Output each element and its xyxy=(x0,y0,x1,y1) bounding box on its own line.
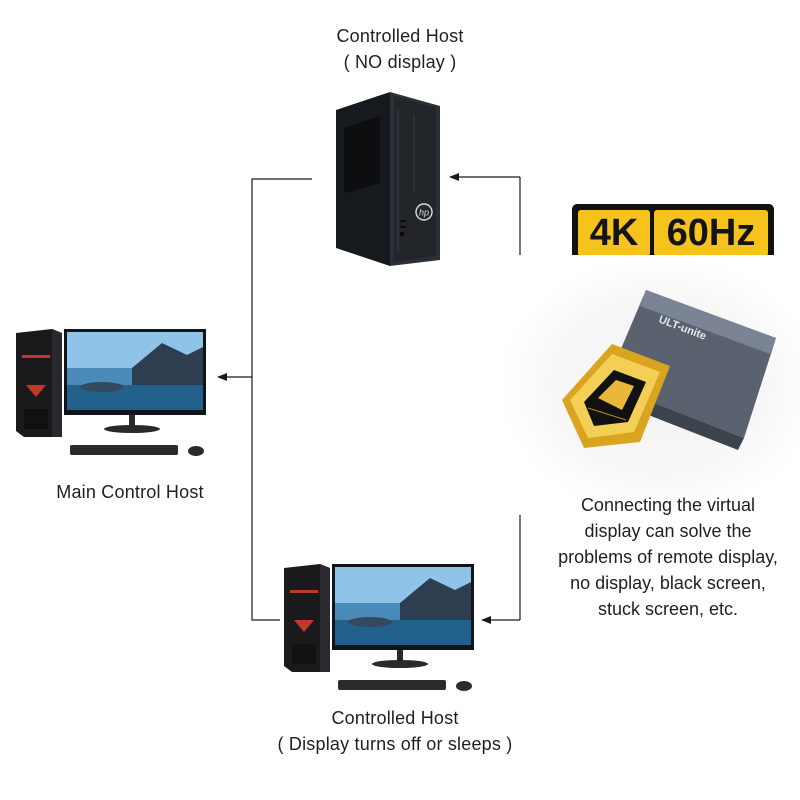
link-line-top-to-left xyxy=(251,178,312,621)
top-host-title: Controlled Host xyxy=(336,26,464,46)
main-control-pc-icon xyxy=(16,329,206,456)
description-line: Connecting the virtual xyxy=(580,495,756,515)
description-line: display can solve the xyxy=(584,521,752,541)
badge-refresh-text: 60Hz xyxy=(654,210,768,256)
controlled-pc-icon xyxy=(284,564,474,691)
description-line: no display, black screen, xyxy=(570,573,766,593)
main-control-host-title: Main Control Host xyxy=(56,482,204,502)
desktop-tower-icon: hp xyxy=(336,92,440,266)
badge-4k-text: 4K xyxy=(578,210,650,256)
resolution-badge: 4K 60Hz xyxy=(572,204,774,262)
hdmi-dummy-plug-icon: ULT-unite xyxy=(562,290,776,450)
bottom-host-title: Controlled Host xyxy=(331,708,459,728)
adapter-description: Connecting the virtual display can solve… xyxy=(540,492,796,622)
top-host-brand: hp xyxy=(419,208,429,218)
description-line: problems of remote display, xyxy=(558,547,778,567)
description-line: stuck screen, etc. xyxy=(597,599,739,619)
bottom-host-subtitle: ( Display turns off or sleeps ) xyxy=(277,734,513,754)
top-host-subtitle: ( NO display ) xyxy=(343,52,457,72)
